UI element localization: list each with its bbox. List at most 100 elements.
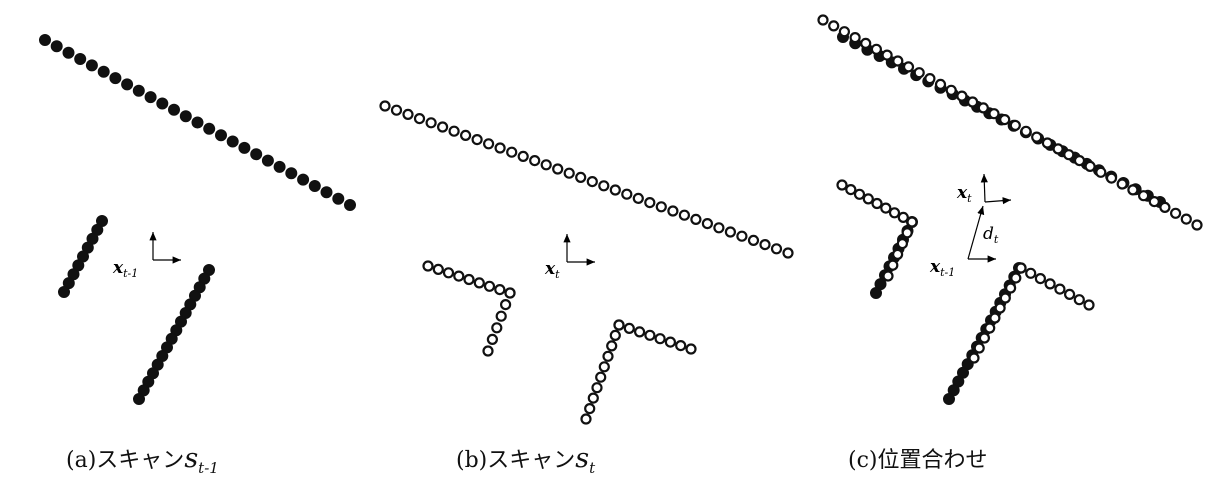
scan-point-current (453, 270, 465, 282)
scan-point-current (902, 61, 915, 73)
scan-point-current (1073, 294, 1085, 306)
scan-point-current (494, 284, 506, 296)
scan-point-current (632, 192, 644, 204)
scan-point-current (1137, 190, 1150, 202)
displacement-label: dt (983, 224, 999, 246)
scan-point-current (891, 248, 904, 260)
scan-point-current (966, 96, 979, 108)
scan-point-current (836, 179, 848, 191)
scan-point-current (675, 340, 687, 352)
scan-point-current (924, 72, 936, 85)
scan-point-previous (285, 167, 298, 180)
scan-point-current (1084, 160, 1096, 172)
scan-point-current (517, 150, 529, 162)
scan-point-previous (943, 393, 955, 405)
scan-point-current (1052, 143, 1064, 155)
scan-point-current (575, 171, 587, 183)
frame-axes-b (563, 234, 595, 266)
scan-point-current (471, 134, 483, 146)
scan-point-current (901, 227, 913, 239)
caption-c: (c)位置合わせ (848, 448, 988, 473)
scan-point-previous (97, 65, 110, 78)
scan-point-current (1105, 172, 1118, 184)
scan-point-current (486, 333, 498, 345)
scan-point-current (1159, 201, 1171, 213)
scan-point-current (999, 113, 1011, 126)
scan-point-previous (191, 116, 204, 129)
scan-point-current (595, 371, 607, 383)
scan-point-current (609, 184, 621, 196)
scan-point-current (667, 205, 679, 217)
scan-point-current (613, 319, 625, 331)
scan-point-current (1083, 299, 1095, 311)
scan-point-current (978, 332, 991, 344)
scan-point-current (888, 207, 901, 219)
scan-point-current (887, 259, 899, 271)
panel-b-current-scan (379, 100, 794, 425)
scan-point-current (973, 342, 985, 354)
scan-point-current (1020, 125, 1032, 137)
scan-point-current (422, 260, 434, 272)
scan-point-current (690, 213, 702, 225)
scan-point-current (1191, 219, 1203, 231)
scan-point-previous (308, 180, 321, 192)
caption-b: (b)スキャンst (456, 443, 596, 477)
scan-point-current (860, 37, 872, 50)
scan-point-current (892, 55, 904, 67)
frame-label-b: xt (545, 259, 560, 281)
scan-point-current (623, 322, 635, 334)
frame-label-a: xt-1 (113, 258, 139, 280)
scan-point-current (862, 193, 874, 205)
scan-point-current (644, 329, 656, 341)
scan-point-current (724, 226, 737, 238)
scan-point-current (882, 270, 894, 282)
scan-point-current (1015, 262, 1027, 274)
scan-point-current (494, 142, 506, 154)
scan-point-previous (226, 135, 239, 148)
scan-point-current (425, 117, 437, 129)
scan-point-current (552, 163, 564, 175)
scan-point-current (655, 201, 667, 213)
scan-point-current (1095, 166, 1107, 178)
scan-point-current (390, 104, 403, 116)
scan-point-current (984, 322, 996, 334)
scan-point-current (782, 247, 794, 259)
displacement-arrow (967, 205, 985, 260)
scan-point-previous (273, 160, 286, 173)
scan-point-previous (297, 173, 310, 186)
scan-point-previous (250, 148, 263, 161)
scan-point-current (413, 112, 426, 125)
scan-point-previous (85, 59, 98, 72)
scan-point-current (602, 350, 614, 362)
scan-point-previous (344, 199, 356, 211)
scan-point-current (437, 121, 449, 133)
scan-point-current (713, 222, 725, 234)
scan-point-previous (870, 287, 882, 299)
scan-point-previous (332, 192, 345, 205)
scan-point-previous (261, 154, 274, 167)
scan-point-current (989, 312, 1001, 324)
scan-point-current (747, 234, 760, 246)
scan-point-current (838, 26, 851, 38)
scan-point-current (999, 292, 1011, 304)
scan-point-current (448, 125, 460, 137)
scan-point-current (897, 211, 909, 223)
scan-point-current (1054, 283, 1066, 295)
scan-point-previous (144, 91, 157, 104)
frame-axes-c-curr (980, 173, 1012, 205)
scan-point-current (584, 403, 596, 415)
scan-point-previous (203, 122, 216, 135)
scan-point-current (591, 382, 603, 394)
scan-point-current (1073, 155, 1086, 167)
scan-point-current (460, 129, 472, 141)
scan-point-current (736, 230, 748, 242)
scan-point-current (580, 413, 592, 425)
scan-point-current (685, 343, 697, 355)
scan-point-current (586, 176, 598, 188)
scan-point-current (1116, 178, 1128, 190)
scan-point-current (988, 108, 1000, 120)
scan-point-previous (179, 110, 192, 123)
scan-point-current (633, 326, 646, 338)
scan-point-current (934, 78, 947, 91)
scan-point-current (956, 90, 968, 102)
